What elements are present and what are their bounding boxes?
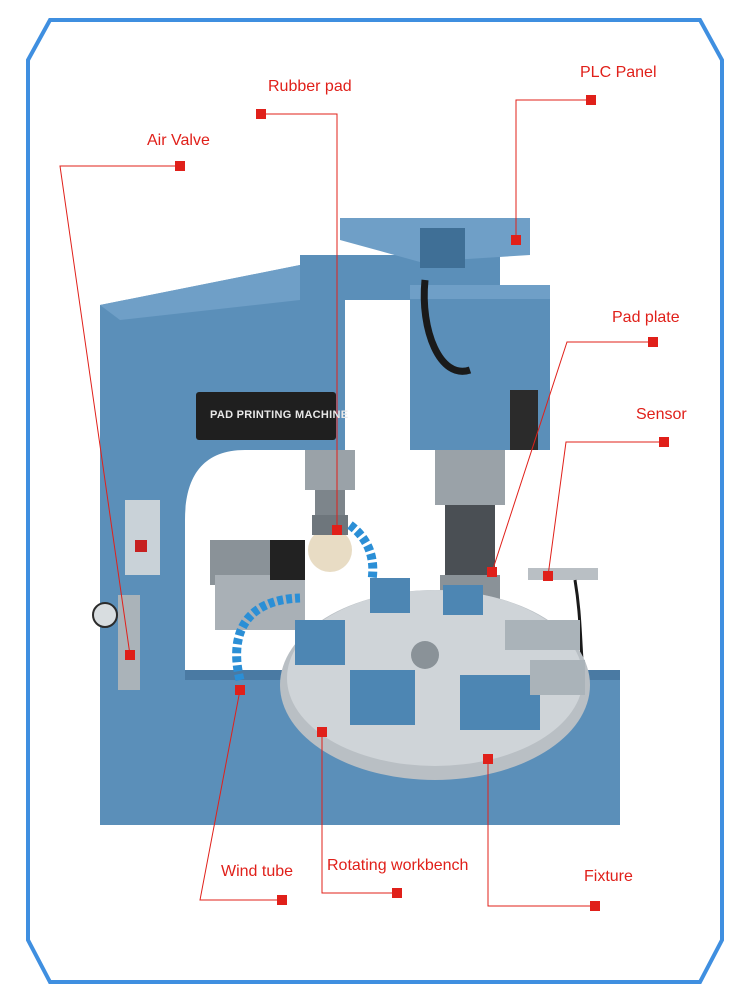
callout-markers [125,95,669,911]
label-air-valve: Air Valve [147,132,210,149]
label-rubber-pad: Rubber pad [268,78,352,95]
label-sensor: Sensor [636,406,687,423]
label-pad-plate: Pad plate [612,309,680,326]
machine-left-body [100,265,345,700]
rubber-pad-shape [308,528,352,572]
air-valve-gauge [92,602,118,628]
nameplate-text: PAD PRINTING MACHINE [210,409,349,421]
wind-tube-shape [232,593,301,682]
nameplate [196,392,336,440]
outer-frame [26,18,724,984]
label-fixture: Fixture [584,868,633,885]
label-plc-panel: PLC Panel [580,64,657,81]
sensor-shape [528,568,598,580]
label-rotating-workbench: Rotating workbench [327,857,469,874]
fixtures [295,578,585,730]
callout-lines [59,99,664,907]
label-wind-tube: Wind tube [221,863,294,880]
